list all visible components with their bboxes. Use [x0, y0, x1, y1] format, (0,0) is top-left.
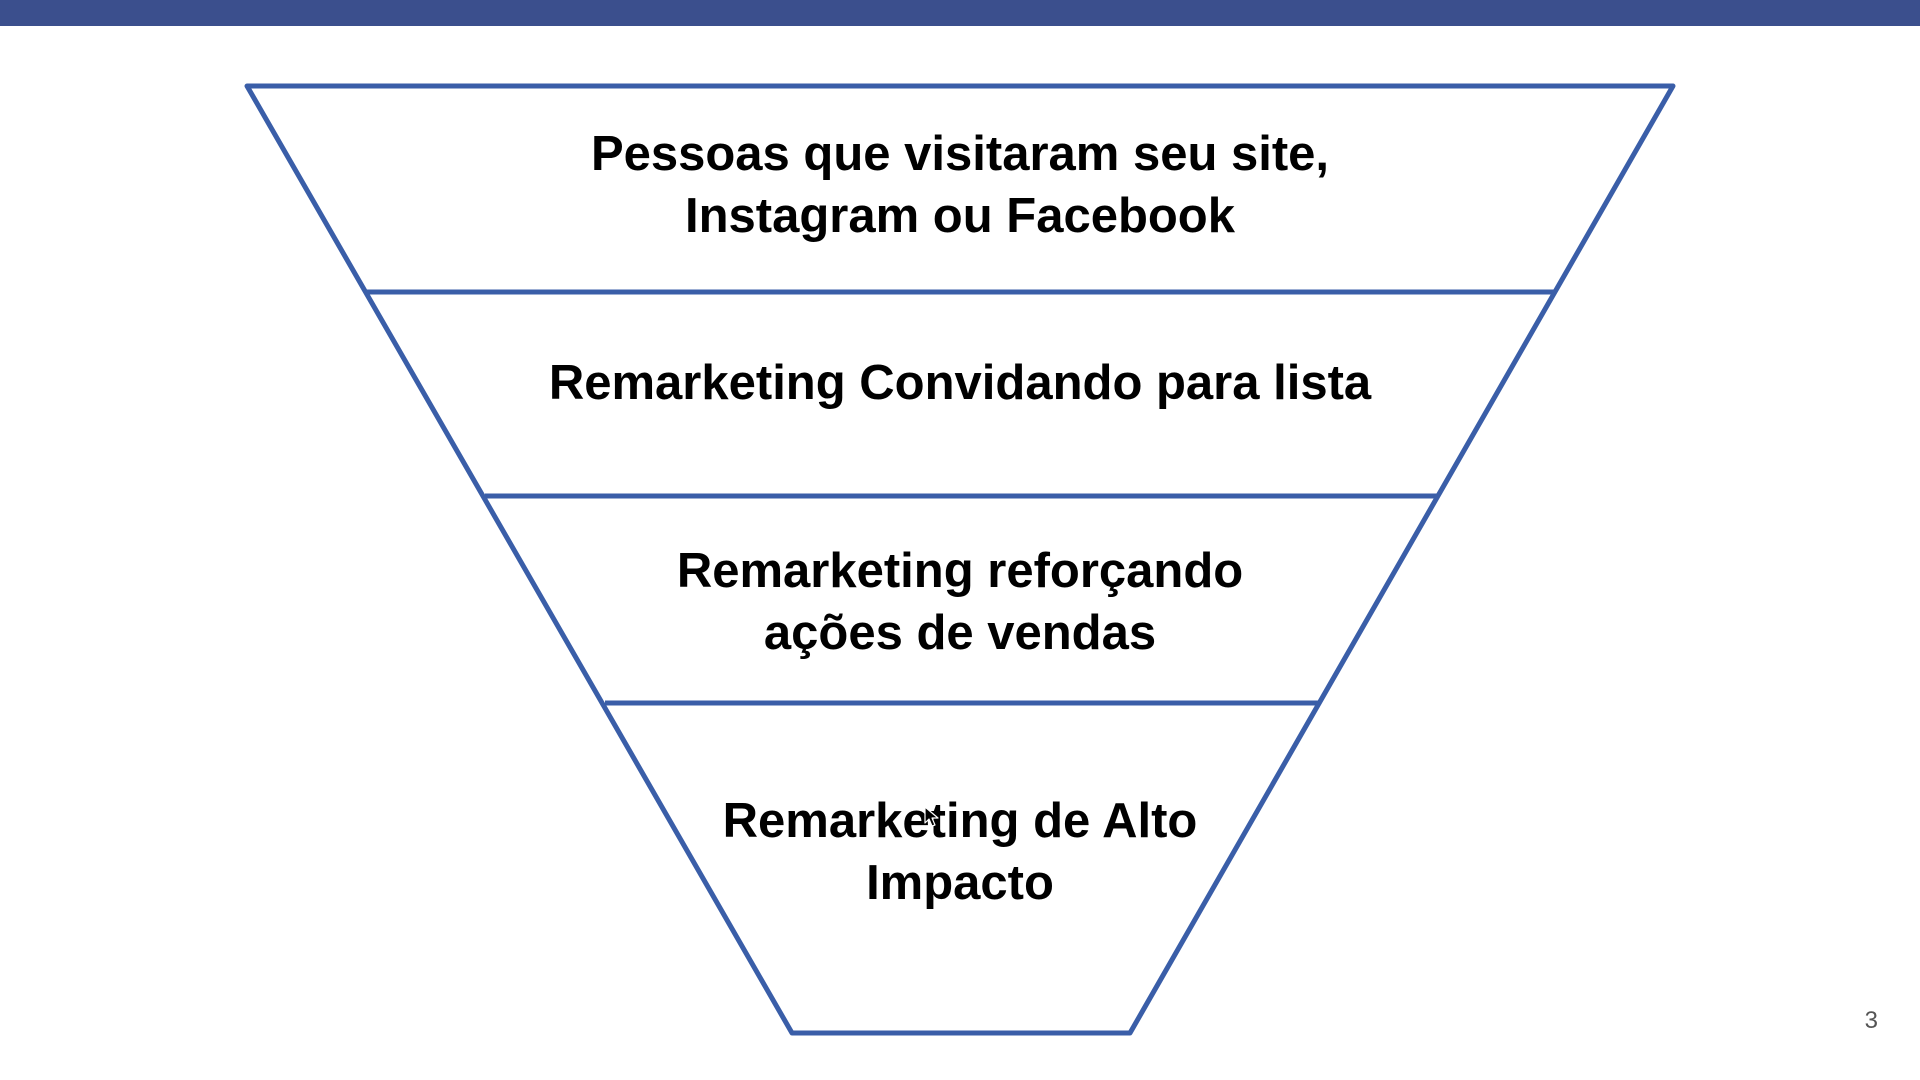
- funnel-stage-4: Remarketing de Alto Impacto: [0, 790, 1920, 914]
- funnel-stage-3: Remarketing reforçando ações de vendas: [0, 540, 1920, 664]
- funnel-stage-2: Remarketing Convidando para lista: [0, 352, 1920, 414]
- funnel-outline: [244, 83, 1676, 1036]
- funnel-stage-3-line-2: ações de vendas: [763, 606, 1157, 660]
- funnel-stage-1: Pessoas que visitaram seu site, Instagra…: [0, 123, 1920, 247]
- funnel-stage-4-line-2: Impacto: [866, 856, 1054, 910]
- funnel-stage-4-line-1: Remarketing de Alto: [722, 794, 1198, 848]
- page-number: 3: [1864, 1007, 1878, 1034]
- mouse-pointer-icon: [924, 806, 939, 827]
- funnel-stage-1-line-2: Instagram ou Facebook: [684, 189, 1235, 243]
- funnel-stage-3-line-1: Remarketing reforçando: [676, 544, 1244, 598]
- funnel-stage-1-line-1: Pessoas que visitaram seu site,: [590, 127, 1330, 181]
- header-bar: [0, 0, 1920, 26]
- funnel-stage-2-line-1: Remarketing Convidando para lista: [548, 356, 1372, 410]
